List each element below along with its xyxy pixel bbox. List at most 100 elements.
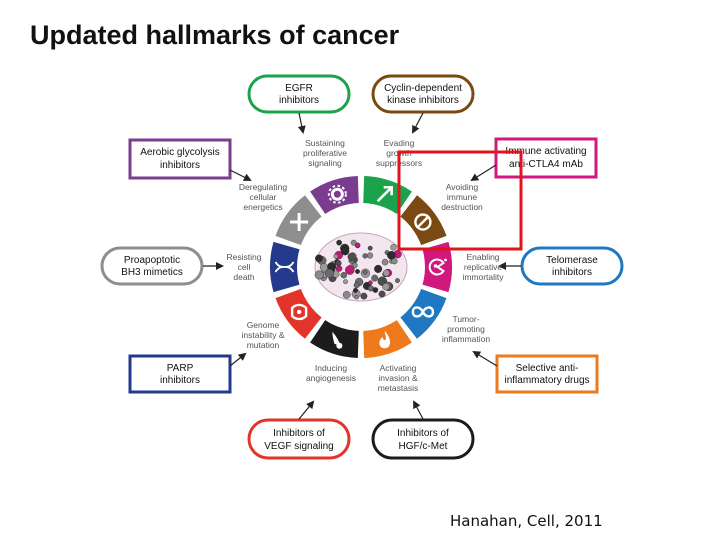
label-inflammation: Tumor- promoting inflammation bbox=[442, 314, 490, 344]
arrow-egfr bbox=[297, 112, 306, 134]
drug-label-line1: PARP bbox=[167, 363, 194, 374]
flame-icon bbox=[379, 330, 391, 349]
label-angiogenesis: Inducing angiogenesis bbox=[306, 363, 356, 383]
tumor-cell bbox=[355, 269, 360, 274]
hallmark-label-line: replicative bbox=[464, 262, 503, 272]
drug-box-border bbox=[128, 138, 232, 180]
hallmark-label-line: inflammation bbox=[442, 334, 490, 344]
tumor-cell bbox=[350, 239, 357, 246]
drug-box-egfr: EGFR inhibitors bbox=[247, 74, 351, 114]
hallmark-label-line: Enabling bbox=[466, 252, 499, 262]
infinity-icon bbox=[411, 306, 435, 318]
hallmark-label-line: metastasis bbox=[378, 383, 419, 393]
highlight-box bbox=[397, 150, 523, 251]
label-proliferative: Sustaining proliferative signaling bbox=[303, 138, 347, 168]
tumor-cell bbox=[381, 258, 389, 266]
drug-box-border bbox=[494, 137, 598, 179]
drug-label-line1: Inhibitors of bbox=[397, 428, 449, 439]
drug-label-line2: BH3 mimetics bbox=[121, 267, 183, 278]
drug-box-border bbox=[371, 418, 475, 460]
vessel-icon bbox=[290, 303, 308, 321]
tumor-cell bbox=[335, 260, 342, 267]
tumor-cell bbox=[366, 252, 374, 259]
tumor-cell bbox=[395, 278, 400, 283]
label-energetics: Deregulating cellular energetics bbox=[239, 182, 287, 212]
tumor-cell bbox=[391, 258, 398, 265]
arrow-vegf bbox=[298, 400, 315, 420]
tumor-cell bbox=[372, 287, 379, 293]
tumor-cell bbox=[333, 253, 339, 259]
label-cell-death: Resisting cell death bbox=[227, 252, 262, 282]
hallmark-label-line: proliferative bbox=[303, 148, 347, 158]
arrow-cdk bbox=[412, 112, 424, 134]
drug-label-line2: inhibitors bbox=[552, 267, 592, 278]
arrow-hgf bbox=[413, 400, 424, 420]
tumor-cell bbox=[367, 245, 373, 251]
drug-box-anti-inflammatory: Selective anti- inflammatory drugs bbox=[495, 354, 599, 394]
drug-box-cyclin-dependent: Cyclin-dependent kinase inhibitors bbox=[371, 74, 475, 114]
cog-icon bbox=[327, 184, 347, 204]
tumor-cell bbox=[340, 272, 347, 279]
drug-box-telomerase: Telomerase inhibitors bbox=[520, 246, 624, 286]
hallmark-label-line: death bbox=[233, 272, 255, 282]
tumor-cell bbox=[315, 254, 323, 263]
tumor-cell bbox=[368, 280, 373, 286]
hallmark-label-line: Sustaining bbox=[305, 138, 345, 148]
pacman-cell-icon bbox=[428, 258, 447, 276]
tumor-cell bbox=[354, 295, 359, 300]
drug-label-line1: Inhibitors of bbox=[273, 428, 325, 439]
drug-label-line1: Proapoptotic bbox=[124, 255, 180, 266]
tumor-cell bbox=[382, 269, 390, 277]
tumor-cell bbox=[335, 265, 343, 272]
drug-box-border bbox=[520, 246, 624, 286]
hallmark-label-line: instability & bbox=[242, 330, 285, 340]
tumor-cell bbox=[390, 244, 397, 251]
tumor-cell bbox=[387, 250, 396, 260]
tumor-cell bbox=[354, 242, 361, 249]
tumor-cell bbox=[374, 264, 383, 273]
tumor-cell bbox=[345, 265, 355, 275]
label-invasion: Activating invasion & metastasis bbox=[378, 363, 419, 393]
drug-label-line1: Selective anti- bbox=[516, 363, 579, 374]
drug-label-line1: Telomerase bbox=[546, 255, 598, 266]
drug-box-bh3: Proapoptotic BH3 mimetics bbox=[100, 246, 204, 286]
hallmark-label-line: Tumor- bbox=[452, 314, 479, 324]
drug-label-line2: VEGF signaling bbox=[264, 441, 333, 452]
tumor-cell bbox=[382, 283, 390, 291]
tumor-cell bbox=[362, 269, 368, 275]
arrow-up-right-icon bbox=[376, 185, 393, 203]
drug-box-border bbox=[128, 354, 232, 394]
hallmark-label-line: Deregulating bbox=[239, 182, 287, 192]
connector-arrows bbox=[203, 112, 521, 420]
drug-box-border bbox=[495, 354, 599, 394]
tumor-cell bbox=[378, 290, 386, 298]
hallmark-label-line: Genome bbox=[247, 320, 280, 330]
hallmark-label-line: destruction bbox=[441, 202, 483, 212]
tumor-cell bbox=[353, 282, 360, 289]
drug-label-line2: anti-CTLA4 mAb bbox=[509, 159, 583, 170]
drug-box-aerobic-glycolysis: Aerobic glycolysis inhibitors bbox=[128, 138, 232, 180]
drug-label-line2: inflammatory drugs bbox=[504, 375, 589, 386]
label-immune-destruction: Avoiding immune destruction bbox=[441, 182, 483, 212]
dna-icon bbox=[274, 261, 295, 273]
drug-box-immune-activating: Immune activating anti-CTLA4 mAb bbox=[494, 137, 598, 179]
tumor-cell bbox=[360, 292, 368, 300]
drug-box-border bbox=[247, 418, 351, 460]
drug-box-border bbox=[100, 246, 204, 286]
tumor-cell bbox=[353, 287, 359, 293]
drug-label-line2: kinase inhibitors bbox=[387, 95, 459, 106]
hallmark-label-line: Avoiding bbox=[446, 182, 479, 192]
hallmark-label-line: cell bbox=[238, 262, 251, 272]
tumor-cell bbox=[314, 270, 324, 280]
slide-title: Updated hallmarks of cancer bbox=[30, 20, 400, 50]
hallmark-label-line: invasion & bbox=[378, 373, 418, 383]
drug-label-line1: Immune activating bbox=[505, 146, 586, 157]
drug-label-line2: inhibitors bbox=[160, 160, 200, 171]
tumor-cell bbox=[325, 268, 335, 278]
tumor-cell bbox=[362, 253, 368, 259]
ring-icons bbox=[274, 184, 447, 349]
drug-label-line2: inhibitors bbox=[279, 95, 319, 106]
hallmark-label-line: Activating bbox=[380, 363, 417, 373]
comet-icon bbox=[332, 331, 343, 349]
hallmark-label-line: promoting bbox=[447, 324, 485, 334]
